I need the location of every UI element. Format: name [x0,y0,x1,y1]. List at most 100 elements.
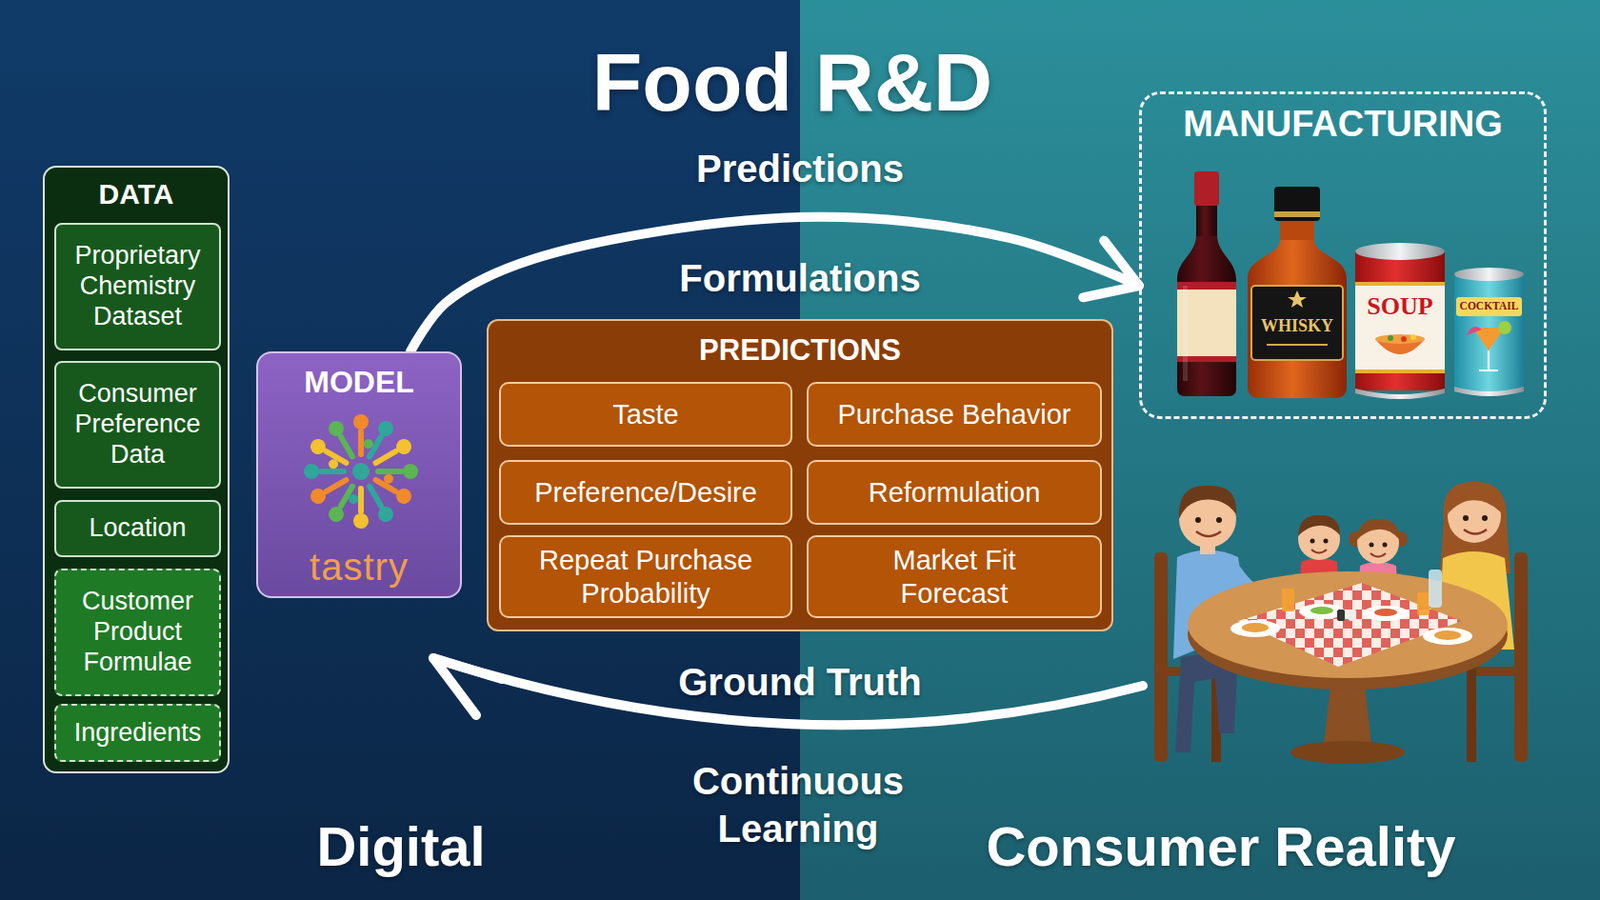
family-illustration [1290,740,1405,764]
family-illustration [1481,515,1488,521]
node-text: Market Fit Forecast [843,543,1065,611]
tastry-logo [303,463,344,480]
region-label: Consumer Reality [985,815,1456,880]
wine-bottle [1182,285,1188,381]
family-illustration [1323,539,1329,544]
tastry-logo [375,418,397,440]
tastry-logo [326,480,347,492]
tastry-logo [402,463,419,480]
tastry-logo [325,418,347,440]
tastry-logo [340,437,353,458]
tastry-logo [353,414,369,455]
tastry-logo [325,418,360,460]
wine-bottle [1177,171,1237,397]
family-illustration [1187,571,1508,679]
family-illustration [1514,552,1528,762]
prediction-box: Purchase Behavior [806,381,1102,447]
cocktail-can [1454,386,1524,397]
cocktail-can [1466,326,1482,336]
prediction-box: Market Fit Forecast [806,535,1102,619]
soup-can [1355,242,1445,400]
soup-can [1355,251,1445,391]
flow-label: Continuous Learning [655,757,941,853]
node-text: Purchase Behavior [831,398,1077,432]
whisky-bottle [1287,290,1307,308]
whisky-bottle [1274,211,1320,218]
optional-data-item: Ingredients [54,703,221,762]
soup-can [1400,336,1407,342]
soup-can [1355,388,1445,400]
ground-truth-arrow [433,658,502,716]
data-panel: DATAProprietary Chemistry DatasetConsume… [42,165,230,774]
node-heading: PREDICTIONS [488,333,1112,368]
cocktail-can [1454,267,1524,281]
region-label: Digital [316,815,485,880]
node-text: Location [82,513,192,544]
ground-truth-arrow [433,658,1143,725]
cocktail-can [1454,274,1524,393]
tastry-logo [320,468,344,475]
node-heading: MODEL [303,364,415,400]
node-text: Taste [606,398,684,432]
family-illustration [1374,608,1398,617]
node-text: Customer Product Formulae [56,586,220,679]
tastry-logo [353,513,369,529]
product-label: SOUP [1366,292,1433,321]
family-illustration [1311,549,1327,554]
soup-can [1375,334,1425,344]
arrow-head [1082,240,1140,299]
whisky-bottle [1251,285,1343,360]
node-text: Consumer Preference Data [56,379,220,471]
tastry-logo [378,468,401,475]
product-label: WHISKY [1260,316,1334,337]
tastry-logo [393,485,415,507]
family-illustration [1230,620,1280,638]
family-illustration [1362,605,1409,621]
node-text: Preference/Desire [528,476,763,510]
family-illustration [1195,517,1201,523]
cocktail-can [1487,350,1490,370]
family-illustration [1310,606,1334,615]
tastry-logo [325,503,347,525]
family-illustration [1241,622,1269,633]
soup-can [1387,335,1394,341]
wine-bottle [1194,171,1220,206]
tastry-logo [358,431,364,455]
family-illustration [1179,485,1237,520]
soup-can [1355,369,1445,374]
data-item: Proprietary Chemistry Dataset [54,222,221,351]
tastry-logo [376,451,397,463]
flow-label: Ground Truth [678,660,922,704]
tastry-logo [378,463,419,480]
tastry-logo [362,438,375,450]
flow-label: Predictions [696,146,904,191]
tastry-logo [352,462,370,480]
tastry-logo [353,488,369,529]
whisky-bottle [1247,240,1347,399]
data-item: Consumer Preference Data [54,360,221,489]
family-illustration [1337,609,1345,621]
flow-label: Formulations [679,256,920,300]
optional-data-item: Customer Product Formulae [54,568,221,697]
data-item: Location [54,500,221,558]
soup-can [1355,285,1445,370]
tastry-logo [327,458,340,470]
family-illustration [1466,666,1477,762]
tastry-logo [307,436,329,458]
tastry-logo [382,473,395,485]
family-illustration [1154,481,1528,764]
tastry-logo [303,463,320,480]
tastry-logo [307,485,329,507]
node-text: Ingredients [68,718,208,749]
family-illustration [1417,592,1430,616]
tastry-logo [362,438,375,450]
node-text: Repeat Purchase Probability [516,543,776,611]
cocktail-can [1454,267,1524,397]
family-illustration [1310,539,1316,544]
tastry-logo [382,473,395,485]
whisky-bottle [1247,186,1347,399]
tastry-logo [375,503,397,525]
family-illustration [1298,515,1340,537]
wine-bottle [1177,234,1237,397]
